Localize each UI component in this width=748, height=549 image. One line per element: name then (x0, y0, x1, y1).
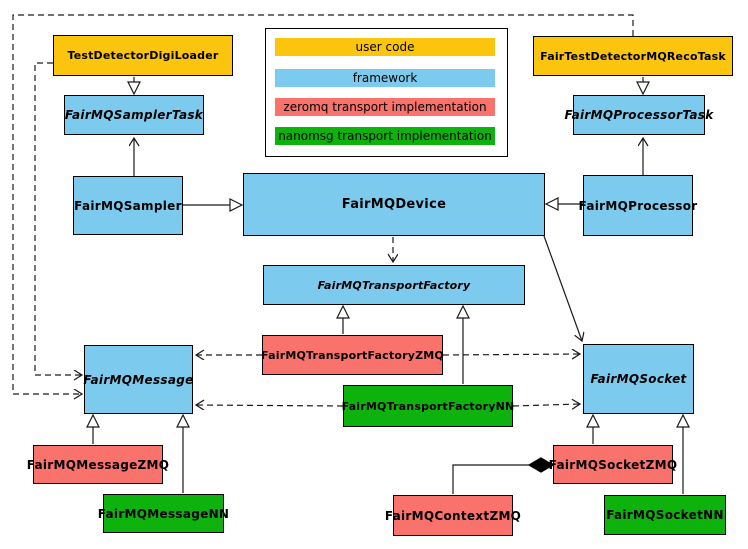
node-fairtestdetectormqrecotask: FairTestDetectorMQRecoTask (533, 36, 733, 76)
node-fairmqmessagezmq: FairMQMessageZMQ (27, 445, 169, 484)
legend-item-framework: framework (275, 69, 495, 87)
node-fairmqtransportfactorynn: FairMQTransportFactoryNN (342, 385, 514, 427)
edge-recotask-to-message (12, 14, 634, 394)
edge-digiloader-to-message (34, 62, 82, 375)
node-testdetectordigiloader: TestDetectorDigiLoader (53, 35, 233, 76)
node-fairmqsampler: FairMQSampler (73, 176, 183, 235)
legend-box: user code framework zeromq transport imp… (265, 28, 508, 157)
node-fairmqmessagenn: FairMQMessageNN (98, 494, 229, 533)
edge-factoryzmq-to-socket (442, 354, 580, 355)
edge-factorynn-to-message (196, 405, 344, 406)
node-fairmqsocketnn: FairMQSocketNN (604, 495, 726, 535)
edge-factorynn-to-socket (512, 404, 580, 406)
node-fairmqprocessortask: FairMQProcessorTask (564, 95, 713, 135)
legend-item-user-code: user code (275, 38, 495, 56)
node-fairmqtransportfactoryzmq: FairMQTransportFactoryZMQ (261, 335, 444, 375)
node-fairmqdevice: FairMQDevice (243, 173, 545, 236)
node-fairmqcontextzmq: FairMQContextZMQ (385, 495, 521, 536)
legend-item-zeromq: zeromq transport implementation (275, 98, 495, 116)
node-fairmqsocket: FairMQSocket (583, 344, 694, 414)
node-fairmqsocketzmq: FairMQSocketZMQ (549, 445, 677, 484)
node-fairmqtransportfactory: FairMQTransportFactory (263, 265, 525, 305)
node-fairmqmessage: FairMQMessage (83, 345, 193, 414)
node-fairmqsamplertask: FairMQSamplerTask (64, 95, 204, 135)
legend-item-nanomsg: nanomsg transport implementation (275, 127, 495, 145)
edge-contextzmq-to-socketzmq (452, 457, 555, 494)
edge-device-to-socket (543, 235, 582, 341)
node-fairmqprocessor: FairMQProcessor (579, 175, 697, 236)
